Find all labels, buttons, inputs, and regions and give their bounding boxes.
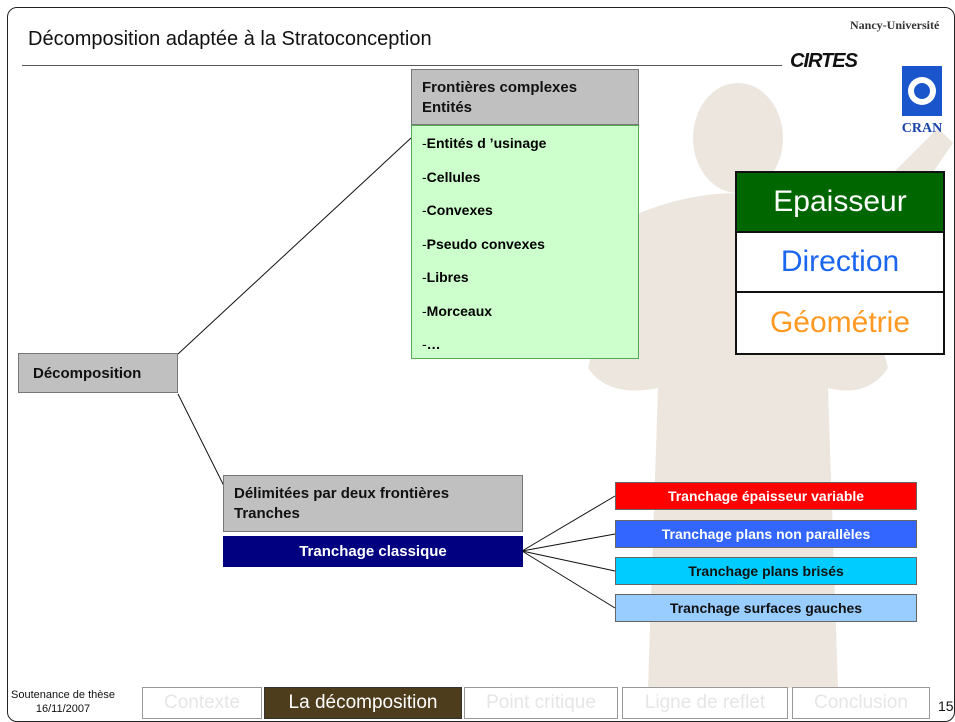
footer-event: Soutenance de thèse — [11, 689, 115, 701]
svg-text:CRAN: CRAN — [902, 121, 942, 136]
entites-list: -Entités d ’usinage -Cellules -Convexes … — [411, 125, 639, 359]
cran-logo: CRAN — [902, 66, 942, 136]
variant-epaisseur-variable: Tranchage épaisseur variable — [615, 482, 917, 510]
branch-entites-line2: Entités — [422, 99, 473, 116]
tranchage-classique-label: Tranchage classique — [299, 543, 447, 560]
criteria-legend-table: Epaisseur Direction Géométrie — [735, 171, 945, 355]
variant-surfaces-gauches: Tranchage surfaces gauches — [615, 594, 917, 622]
list-item: -Morceaux — [422, 302, 493, 319]
variant-plans-brises: Tranchage plans brisés — [615, 557, 917, 585]
legend-geometrie: Géométrie — [769, 306, 911, 339]
legend-direction: Direction — [737, 233, 943, 293]
branch-tranches-line2: Tranches — [234, 505, 300, 522]
list-item: -Convexes — [422, 202, 493, 218]
tranchage-classique-node: Tranchage classique — [223, 536, 523, 567]
nancy-universite-logo: Nancy-Université — [850, 18, 940, 32]
variant-plans-non-paralleles: Tranchage plans non parallèles — [615, 520, 917, 548]
nav-la-decomposition[interactable]: La décomposition — [264, 687, 462, 719]
nav-point-critique[interactable]: Point critique — [464, 687, 618, 719]
nav-conclusion[interactable]: Conclusion — [792, 687, 930, 719]
branch-entites-header: Frontières complexes Entités — [411, 69, 639, 125]
nav-ligne-de-reflet[interactable]: Ligne de reflet — [622, 687, 788, 719]
slide-title: Décomposition adaptée à la Stratoconcept… — [28, 28, 432, 50]
branch-entites-line1: Frontières complexes — [422, 79, 578, 96]
footer-event-info: Soutenance de thèse 16/11/2007 — [11, 688, 115, 716]
list-item: -… — [422, 336, 441, 352]
nav-contexte[interactable]: Contexte — [142, 687, 262, 719]
page-number: 15 — [938, 698, 954, 714]
list-item: -Pseudo convexes — [422, 235, 545, 252]
root-decomposition-node: Décomposition — [18, 353, 178, 393]
list-item: -Libres — [422, 269, 469, 285]
title-divider — [22, 65, 782, 66]
legend-epaisseur: Epaisseur — [737, 173, 943, 233]
root-label: Décomposition — [33, 365, 142, 382]
tree-connectors — [177, 137, 616, 609]
branch-tranches-line1: Délimitées par deux frontières — [234, 485, 450, 502]
branch-tranches-header: Délimitées par deux frontières Tranches — [223, 475, 523, 532]
list-item: -Entités d ’usinage — [422, 135, 547, 151]
cirtes-logo: CIRTES — [790, 50, 858, 72]
footer-date: 16/11/2007 — [35, 703, 91, 715]
slide-frame: Décomposition adaptée à la Stratoconcept… — [7, 7, 955, 722]
list-item: -Cellules — [422, 168, 481, 185]
